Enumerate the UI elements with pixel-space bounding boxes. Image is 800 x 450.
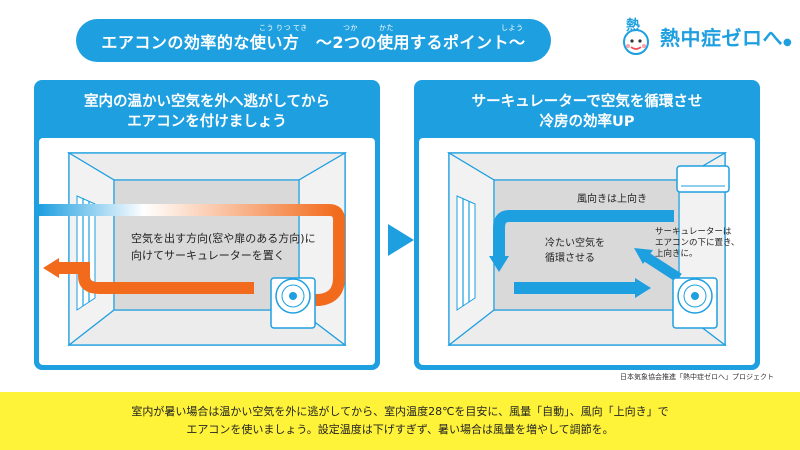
logo-text: 熱中症ゼロへ● — [660, 22, 792, 51]
panel-left-heading-line1: 室内の温かい空気を外へ逃がしてから — [83, 94, 331, 110]
panel-left-caption-line2: 向けてサーキュレーターを置く — [131, 248, 285, 262]
ruby-ritsu: りつ — [276, 24, 292, 32]
panel-right-heading: サーキュレーターで空気を循環させ 冷房の効率UP — [414, 84, 760, 140]
air-flow-turn — [299, 277, 345, 306]
ruby-shiyou: しよう — [501, 24, 524, 32]
out-arrow-head-icon — [43, 258, 59, 278]
panel-right-heading-line2: 冷房の効率UP — [539, 114, 635, 130]
down-arrow-head-icon — [489, 256, 509, 272]
room-right-svg: 風向きは上向き 冷たい空気を 循環させる サーキュレーターは エアコンの下に置き… — [446, 151, 739, 347]
panel-right-illustration: 風向きは上向き 冷たい空気を 循環させる サーキュレーターは エアコンの下に置き… — [419, 138, 755, 365]
diag-arrow-head-icon — [634, 248, 653, 264]
fan-up-arrow — [642, 251, 682, 283]
footer-line1: 室内が暑い場合は温かい空気を外に逃がしてから、室内温度28℃を目安に、風量「自動… — [131, 405, 669, 418]
label-center-line2: 循環させる — [545, 251, 595, 264]
logo-dot-icon: ● — [783, 37, 793, 48]
next-arrow-icon — [388, 224, 414, 256]
footer-note: 室内が暑い場合は温かい空気を外に逃がしてから、室内温度28℃を目安に、風量「自動… — [0, 392, 800, 450]
panel-left: 室内の温かい空気を外へ逃がしてから エアコンを付けましょう — [34, 80, 380, 370]
credit-text: 日本気象協会推進「熱中症ゼロへ」プロジェクト — [620, 373, 774, 381]
logo-character-icon — [623, 29, 649, 55]
panel-left-caption-line1: 空気を出す方向(窓や扉のある方向)に — [131, 231, 316, 245]
label-wind-direction: 風向きは上向き — [577, 192, 647, 205]
ruby-kata: かた — [379, 24, 394, 32]
page-title: エアコンの効率的な使い方 ～2つの使用するポイント～ こう りつ てき つか か… — [76, 19, 551, 62]
ruby-kou: こう — [259, 24, 274, 32]
circulator-fan-icon — [270, 277, 316, 329]
ruby-teki: てき — [293, 24, 308, 32]
ruby-tsuka: つか — [343, 24, 358, 32]
room-ceiling — [66, 152, 348, 181]
circulator-fan-icon — [672, 277, 718, 329]
logo-text-label: 熱中症ゼロへ — [660, 26, 783, 50]
cool-air-top-arrow — [493, 210, 674, 258]
room-left-svg: 空気を出す方向(窓や扉のある方向)に 向けてサーキュレーターを置く — [39, 151, 348, 347]
air-flow-out-arrow — [59, 262, 254, 294]
panel-left-heading-line2: エアコンを付けましょう — [127, 114, 287, 130]
label-center-line1: 冷たい空気を — [545, 236, 605, 249]
air-conditioner-icon — [676, 165, 730, 193]
panel-left-heading: 室内の温かい空気を外へ逃がしてから エアコンを付けましょう — [34, 84, 380, 140]
right-arrow-head-icon — [635, 278, 651, 298]
panel-right-heading-line1: サーキュレーターで空気を循環させ — [471, 94, 703, 110]
window-icon — [456, 195, 476, 311]
logo-mark-char: 熱 — [626, 17, 640, 34]
label-side-line3: 上向きに。 — [655, 248, 698, 259]
panel-right: サーキュレーターで空気を循環させ 冷房の効率UP — [414, 80, 760, 370]
title-text: エアコンの効率的な使い方 ～2つの使用するポイント～ — [101, 32, 526, 52]
label-side-line2: エアコンの下に置き、 — [655, 238, 739, 248]
label-side-line1: サーキュレーターは — [655, 227, 732, 237]
logo-mark: 熱 — [623, 17, 649, 55]
panel-left-illustration: 空気を出す方向(窓や扉のある方向)に 向けてサーキュレーターを置く — [39, 138, 375, 365]
footer-line2: エアコンを使いましょう。設定温度は下げすぎず、暑い場合は風量を増やして調節を。 — [186, 423, 614, 436]
air-flow-in-arrow — [39, 204, 345, 278]
